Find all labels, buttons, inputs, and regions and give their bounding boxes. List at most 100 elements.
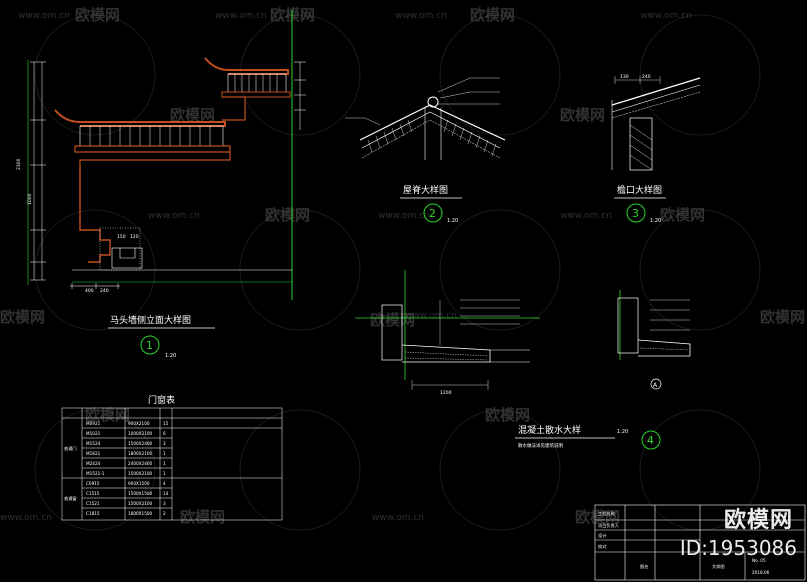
watermark-brand: 欧模网 <box>85 406 130 424</box>
row-1-size: 900X2100 <box>128 421 150 426</box>
dim-240-b: 240 <box>642 74 651 80</box>
tb-no: No. 05 <box>752 558 766 563</box>
row-3-code: M1524 <box>86 441 101 446</box>
tb-project-lead: 项目负责人 <box>598 522 620 529</box>
detail-1-number: 1 <box>146 339 153 352</box>
detail-3-scale: 1:20 <box>650 218 661 224</box>
detail-3-eave: 130 240 <box>611 74 701 171</box>
tb-drawing-label: 图名 <box>640 563 648 570</box>
detail-1-gable-wall: 2300 1000 400 240 150 120 <box>16 57 306 294</box>
row-10-qty: 2 <box>163 511 166 516</box>
row-10-size: 1800X1500 <box>128 511 153 516</box>
door-window-table-title: 门窗表 <box>148 394 175 406</box>
dim-1200: 1200 <box>440 390 452 396</box>
group-door-label: 普通门 <box>64 445 77 452</box>
row-5-code: M2424 <box>86 461 101 466</box>
detail-3-title: 檐口大样图 <box>617 184 662 196</box>
row-3-qty: 3 <box>163 441 166 446</box>
row-6-qty: 1 <box>163 471 166 476</box>
watermark-circles <box>34 14 761 531</box>
detail-4-subtitle: 散水做法详见建筑说明 <box>518 442 563 449</box>
watermark-brand: 欧模网 <box>370 311 415 329</box>
watermark-brand: 欧模网 <box>170 106 215 124</box>
detail-2-marker <box>423 203 443 223</box>
row-2-code: M1021 <box>86 431 101 436</box>
watermark-url: www.om.cn <box>0 513 52 523</box>
watermark-brand: 欧模网 <box>0 308 45 326</box>
row-8-code: C1515 <box>86 491 100 496</box>
detail-1-marker <box>140 335 160 355</box>
watermark-url: www.om.cn <box>148 211 200 221</box>
detail-1-title: 马头墙侧立面大样图 <box>110 314 191 326</box>
dim-150: 150 <box>117 234 126 240</box>
dim-400: 400 <box>85 288 94 294</box>
watermark-url: www.om.cn <box>405 311 457 321</box>
row-10-code: C1815 <box>86 511 100 516</box>
dim-2300: 2300 <box>16 158 22 170</box>
detail-1-scale: 1:20 <box>165 353 176 359</box>
detail-3-marker <box>626 203 646 223</box>
row-8-size: 1500X1500 <box>128 491 153 496</box>
dim-130: 130 <box>620 74 629 80</box>
detail-2-title: 屋脊大样图 <box>403 184 448 196</box>
row-6-size: 1500X2100 <box>128 471 153 476</box>
dim-120: 120 <box>130 234 139 240</box>
row-7-size: 900X1500 <box>128 481 150 486</box>
dim-240: 240 <box>100 288 109 294</box>
watermark-url: www.om.cn <box>640 11 692 21</box>
watermark-url: www.om.cn <box>372 513 424 523</box>
tb-sheet-name: 大样图 <box>712 563 725 570</box>
row-1-code: M0921 <box>86 421 101 426</box>
row-4-code: M1821 <box>86 451 101 456</box>
door-window-table-cells: M0921 900X2100 15 M1021 1000X2100 6 M152… <box>64 421 169 516</box>
row-2-size: 1000X2100 <box>128 431 153 436</box>
row-4-qty: 1 <box>163 451 166 456</box>
row-6-code: M1521-1 <box>86 471 105 476</box>
row-3-size: 1500X2400 <box>128 441 153 446</box>
watermark-brand: 欧模网 <box>485 406 530 424</box>
watermark-brand: 欧模网 <box>75 6 120 24</box>
dim-1000: 1000 <box>27 193 33 205</box>
section-a-label: A <box>653 382 658 389</box>
brand-id-watermark: ID:1953086 <box>679 536 797 560</box>
door-window-table <box>61 407 283 521</box>
detail-3-number: 3 <box>632 207 639 220</box>
tb-date: 2018.06 <box>752 570 770 575</box>
detail-2-scale: 1:20 <box>447 218 458 224</box>
axis-lines <box>27 10 293 300</box>
detail-4-number: 4 <box>647 434 654 447</box>
detail-2-number: 2 <box>429 207 436 220</box>
watermark-brand: 欧模网 <box>560 106 605 124</box>
detail-4-scale: 1:20 <box>617 429 628 435</box>
watermark-url: www.om.cn <box>560 211 612 221</box>
detail-2-ridge <box>345 77 506 160</box>
row-1-qty: 15 <box>163 421 169 426</box>
row-7-code: C0915 <box>86 481 100 486</box>
detail-4-apron: A 1200 <box>355 270 691 396</box>
row-5-size: 2400X2400 <box>128 461 153 466</box>
row-2-qty: 6 <box>163 431 166 436</box>
title-block <box>594 504 806 581</box>
tb-check: 校对 <box>598 543 606 550</box>
watermark-brand: 欧模网 <box>180 508 225 526</box>
detail-4-marker <box>641 430 661 450</box>
tb-project-name: 工程名称 <box>598 510 615 517</box>
row-8-qty: 14 <box>163 491 169 496</box>
row-9-size: 1500X2100 <box>128 501 153 506</box>
watermark-url: www.om.cn <box>395 11 447 21</box>
watermark-url: www.om.cn <box>378 211 430 221</box>
row-9-qty: 3 <box>163 501 166 506</box>
watermark-brand: 欧模网 <box>270 6 315 24</box>
row-9-code: C1521 <box>86 501 100 506</box>
row-4-size: 1800X2100 <box>128 451 153 456</box>
watermark-brand: 欧模网 <box>265 206 310 224</box>
watermark-brand: 欧模网 <box>470 6 515 24</box>
watermark-url: www.om.cn <box>215 11 267 21</box>
detail-4-title: 混凝土散水大样 <box>518 424 581 436</box>
watermark-brand: 欧模网 <box>660 206 705 224</box>
row-5-qty: 1 <box>163 461 166 466</box>
title-block-text: 工程名称 项目负责人 设计 校对 图名 大样图 No. 05 2018.06 <box>598 510 770 575</box>
group-window-label: 普通窗 <box>64 495 77 502</box>
brand-logo-watermark: 欧模网 <box>723 508 793 533</box>
